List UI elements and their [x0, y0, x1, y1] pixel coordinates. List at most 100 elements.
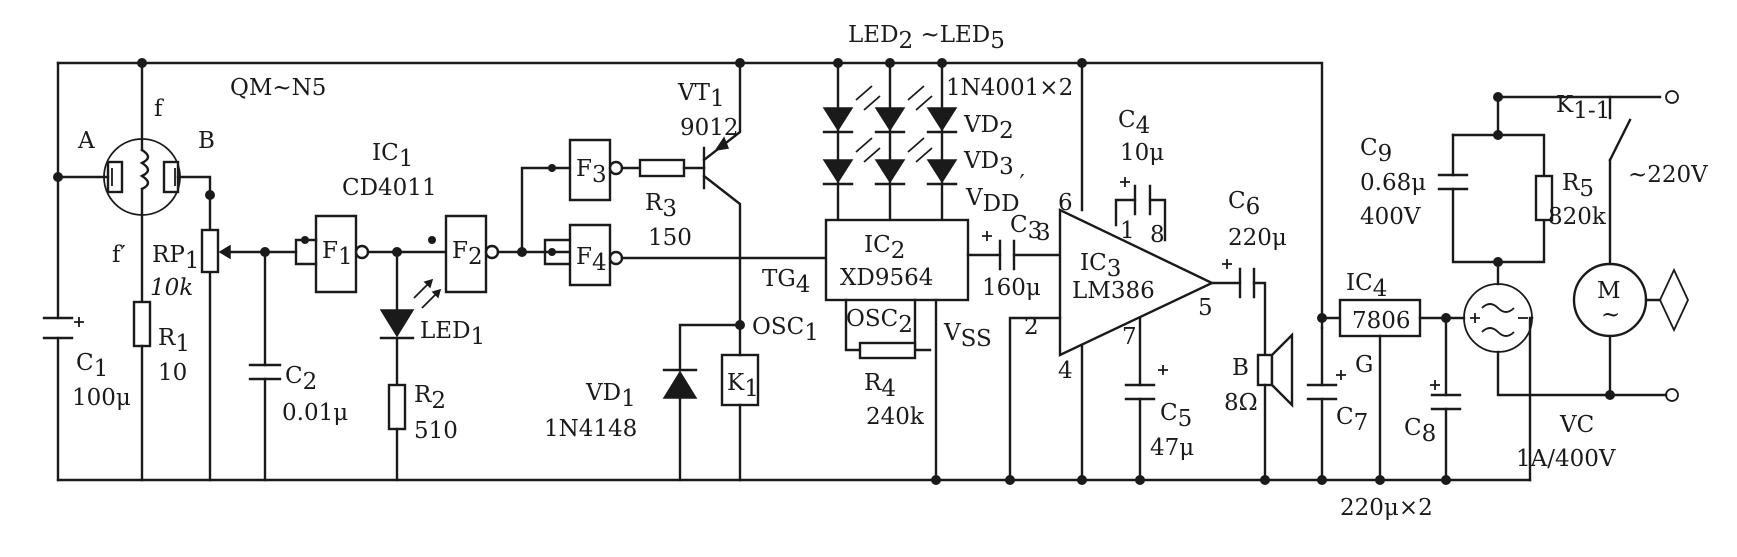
- r5-value: 820k: [1548, 204, 1607, 230]
- sensor-pin-a-label: A: [77, 128, 95, 154]
- c5-label: C5: [1160, 400, 1192, 432]
- power-rails: [56, 61, 1532, 482]
- r5-label: R5: [1562, 170, 1594, 202]
- r2-label: R2: [414, 382, 446, 414]
- fan-motor: [1572, 262, 1689, 397]
- ic3-pin3: 3: [1036, 220, 1051, 246]
- capacitor-c8: [1430, 316, 1462, 482]
- r1-label: R1: [158, 325, 190, 357]
- r3-value: 150: [648, 225, 692, 251]
- ic4-label: IC4: [1346, 270, 1387, 302]
- capacitor-c6: [1210, 259, 1267, 357]
- potentiometer-rp1: [200, 228, 267, 274]
- c5-value: 47μ: [1150, 435, 1194, 461]
- ic3-part: LM386: [1072, 278, 1155, 304]
- sensor-model-label: QM~N5: [230, 75, 326, 101]
- ic2-vdd-label: VDD′: [965, 171, 1025, 217]
- ic3-pin5: 5: [1198, 295, 1213, 321]
- relay-contact-k1-1: [1608, 90, 1679, 402]
- vd1-label: VD1: [585, 380, 636, 412]
- ic3-pin7: 7: [1122, 324, 1137, 350]
- c2-value: 0.01μ: [282, 400, 348, 426]
- ic2-vss-label: VSS: [943, 320, 992, 352]
- c6-label: C6: [1228, 188, 1260, 220]
- c2-label: C2: [285, 363, 317, 395]
- r1-value: 10: [158, 360, 187, 386]
- r2-value: 510: [414, 418, 458, 444]
- r4-label: R4: [864, 370, 896, 402]
- resistor-r3: [638, 158, 706, 178]
- ic3-pin1: 1: [1120, 218, 1135, 244]
- k1-label: K1: [727, 370, 759, 402]
- diode-vd1: [662, 323, 742, 482]
- c8-label: C8: [1404, 415, 1436, 447]
- ic3-pin4: 4: [1058, 358, 1073, 384]
- c9-label: C9: [1360, 135, 1392, 167]
- ic2-xd9564: [824, 218, 970, 482]
- gas-sensor-qm-n5: [56, 61, 212, 482]
- capacitor-c7: [1306, 326, 1346, 482]
- capacitor-c3: [966, 231, 1062, 271]
- ic1-part: CD4011: [342, 175, 437, 201]
- c6-value: 220μ: [1228, 225, 1287, 251]
- motor-ac-symbol: ~: [1601, 302, 1620, 328]
- sensor-pin-b-label: B: [198, 128, 215, 154]
- ic4-ground-label: G: [1355, 352, 1373, 378]
- led1-r2-branch: [379, 250, 442, 482]
- c9-value: 0.68μ: [1360, 170, 1426, 196]
- relay-k1-coil: [720, 323, 760, 482]
- capacitor-c9-resistor-r5: [1437, 95, 1662, 264]
- led-diode-array: [822, 61, 958, 234]
- motor-label: M: [1597, 278, 1621, 304]
- regulator-ic4: [1320, 298, 1448, 482]
- ic2-tg4-label: TG4: [762, 266, 810, 298]
- transistor-vt1: [702, 61, 742, 327]
- ic4-part: 7806: [1352, 308, 1411, 334]
- r3-label: R3: [645, 190, 677, 222]
- gate-f4: [543, 223, 828, 287]
- resistor-r1: [132, 300, 152, 482]
- mains-label: ~220V: [1628, 162, 1708, 188]
- bridge-label: VC: [1559, 412, 1594, 438]
- ic2-osc2-label: OSC2: [846, 306, 913, 338]
- ic3-pin2: 2: [1024, 314, 1039, 340]
- c3-value: 160μ: [982, 275, 1041, 301]
- vd2-label: VD2: [963, 112, 1014, 144]
- vt1-label: VT1: [677, 80, 725, 112]
- rp1-label: RP1: [152, 242, 199, 274]
- ic2-part: XD9564: [840, 265, 933, 291]
- c4-label: C4: [1118, 107, 1150, 139]
- c1-label: C1: [76, 350, 108, 382]
- ic1-label: IC1: [372, 140, 413, 172]
- bridge-rectifier-vc: [1444, 260, 1612, 482]
- gate-f3-label: F3: [576, 156, 607, 188]
- c4-value: 10μ: [1120, 140, 1164, 166]
- ic2-label: IC2: [864, 232, 905, 264]
- speaker-value: 8Ω: [1224, 390, 1258, 416]
- c1-value: 100μ: [72, 385, 131, 411]
- led-array-label: LED2 ~LED5: [848, 22, 1005, 54]
- gate-f1-label: F1: [322, 238, 353, 270]
- ic3-pin8: 8: [1150, 222, 1165, 248]
- sensor-pin-f2-label: f′: [112, 242, 126, 268]
- r4-value: 240k: [866, 404, 925, 430]
- gate-f4-label: F4: [576, 244, 607, 276]
- rp1-value: 10k: [150, 275, 193, 301]
- vt1-part: 9012: [680, 115, 739, 141]
- c3-label: C3: [1010, 212, 1042, 244]
- ic3-label: IC3: [1080, 250, 1121, 282]
- ic2-osc1-label: OSC1: [752, 314, 819, 346]
- capacitor-c2: [248, 250, 298, 482]
- speaker-b: [1256, 332, 1294, 482]
- gate-f2: [444, 214, 547, 294]
- gate-f2-label: F2: [452, 238, 483, 270]
- gate-f1: [294, 214, 448, 294]
- capacitor-c5: [1124, 365, 1168, 482]
- vd3-label: VD3: [963, 148, 1014, 180]
- led1-label: LED1: [420, 318, 485, 350]
- speaker-label: B: [1232, 355, 1249, 381]
- capacitor-c4: [1120, 177, 1152, 216]
- c7-label: C7: [1336, 404, 1368, 436]
- ic3-lm386: [1008, 61, 1215, 482]
